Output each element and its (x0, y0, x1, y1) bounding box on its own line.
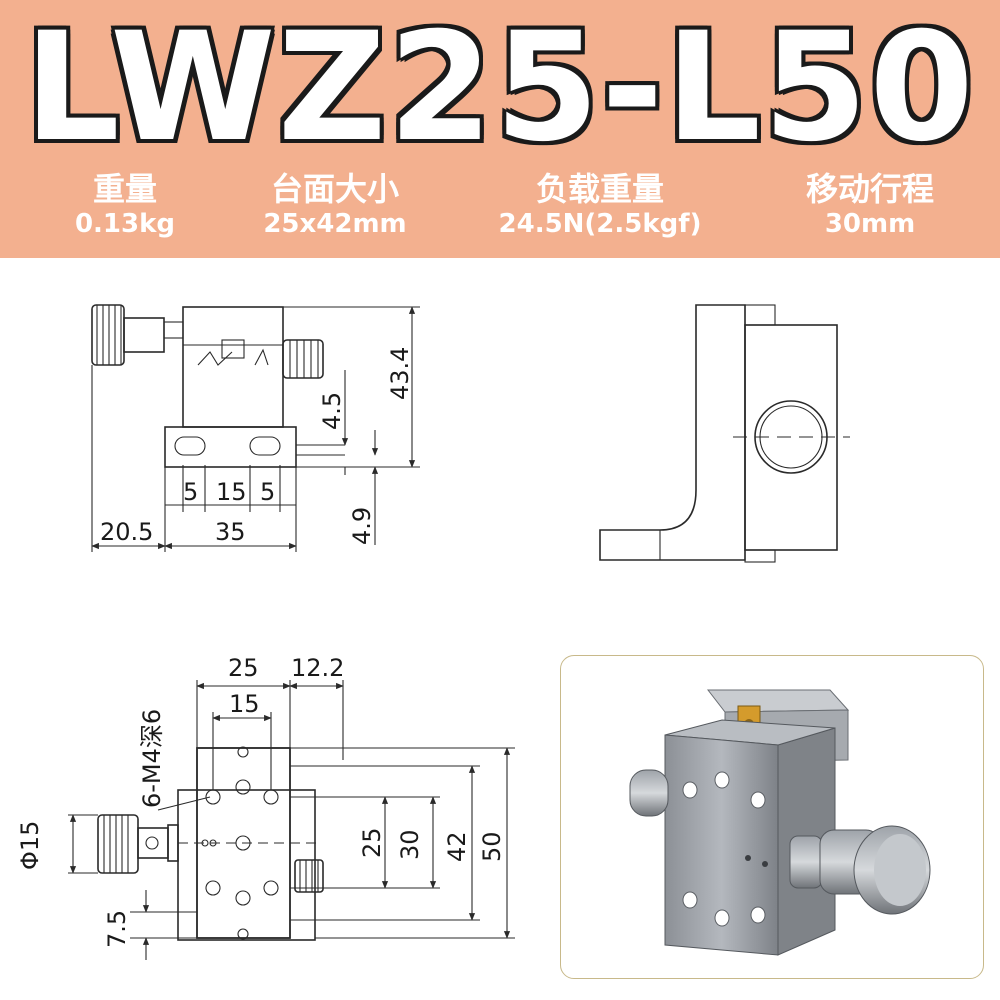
thread-note: 6-M4深6 (138, 709, 166, 808)
dim-v42: 42 (443, 831, 471, 862)
dim-v30: 30 (396, 829, 424, 860)
spec-weight: 重量 0.13kg (0, 170, 250, 240)
lock-screw (221, 339, 245, 359)
product-render (629, 689, 931, 956)
spec-value: 30mm (824, 209, 916, 239)
dim-43-4: 43.4 (386, 347, 414, 400)
knob-right (282, 339, 324, 379)
slot-right (249, 436, 281, 456)
base-plate-outline (164, 426, 297, 468)
dim-5-right: 5 (260, 478, 275, 506)
stage-body-outline (182, 306, 284, 428)
dim-v50: 50 (478, 831, 506, 862)
spec-row: 重量 0.13kg 台面大小 25x42mm 负载重量 24.5N(2.5kgf… (0, 170, 1000, 250)
header-banner: LWZ25-L50 重量 0.13kg 台面大小 25x42mm 负载重量 24… (0, 0, 1000, 258)
base-outline (177, 789, 316, 941)
slot-left (174, 436, 206, 456)
top-view-drawing: 25 12.2 15 6-M4深6 Φ15 7.5 (16, 654, 515, 960)
dim-12-2: 12.2 (291, 654, 344, 682)
dim-4-9: 4.9 (348, 507, 376, 545)
spec-travel: 移动行程 30mm (745, 170, 995, 240)
dim-20-5: 20.5 (100, 518, 153, 546)
dim-4-5: 4.5 (318, 392, 346, 430)
bracket-outline (599, 304, 746, 561)
spec-load: 负载重量 24.5N(2.5kgf) (475, 170, 725, 240)
dim-15: 15 (216, 478, 247, 506)
dim-15-top: 15 (229, 690, 260, 718)
spec-value: 0.13kg (74, 209, 176, 239)
dim-5-left: 5 (183, 478, 198, 506)
shaft-left (123, 317, 165, 353)
page-title: LWZ25-L50 (24, 1, 976, 175)
dim-phi15: Φ15 (16, 821, 44, 870)
side-view-drawing: 43.4 4.5 4.9 5 15 5 20.5 35 (91, 304, 420, 552)
spec-label: 重量 (92, 170, 157, 208)
lock-knob (294, 859, 324, 893)
spec-label: 负载重量 (535, 170, 664, 208)
spec-value: 25x42mm (263, 209, 407, 239)
spec-label: 台面大小 (270, 170, 399, 208)
dim-25-top: 25 (228, 654, 259, 682)
spec-value: 24.5N(2.5kgf) (498, 209, 702, 239)
spec-label: 移动行程 (805, 170, 934, 208)
spec-table-size: 台面大小 25x42mm (210, 170, 460, 240)
dim-v25: 25 (358, 827, 386, 858)
front-view-drawing (599, 304, 850, 563)
dim-35: 35 (215, 518, 246, 546)
dim-7-5: 7.5 (103, 910, 131, 948)
